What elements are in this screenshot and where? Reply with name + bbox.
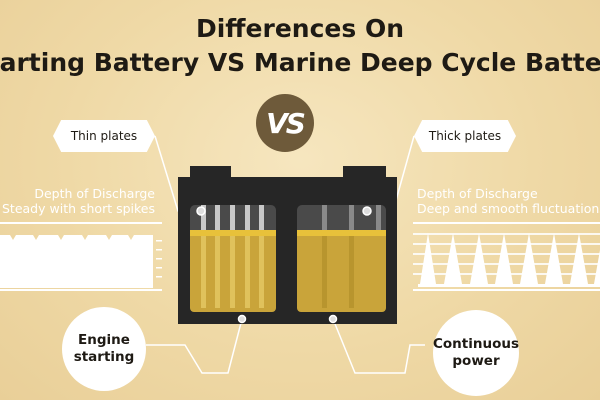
thick-plates-label: Thick plates xyxy=(414,120,516,152)
connector-engine-starting xyxy=(146,318,243,374)
title-line-2: Starting Battery VS Marine Deep Cycle Ba… xyxy=(0,48,600,77)
title-line-1: Differences On xyxy=(195,14,405,43)
right-dod-title: Depth of Discharge xyxy=(417,186,538,201)
engine-starting-circle: Engine starting xyxy=(62,307,146,391)
continuous-power-label: Continuous power xyxy=(432,336,520,369)
vs-text: VS xyxy=(266,106,306,140)
vs-badge: VS xyxy=(256,94,314,152)
battery-icon xyxy=(178,166,397,324)
continuous-power-circle: Continuous power xyxy=(433,310,519,396)
engine-starting-label: Engine starting xyxy=(73,332,135,365)
left-discharge-graph xyxy=(0,222,162,291)
connector-continuous-power xyxy=(332,318,425,374)
right-dod-desc: Deep and smooth fluctuations xyxy=(417,201,600,216)
right-discharge-graph xyxy=(413,222,600,291)
left-dod-desc: Steady with short spikes xyxy=(2,201,155,216)
left-dod-title: Depth of Discharge xyxy=(34,186,155,201)
thin-plates-label: Thin plates xyxy=(53,120,155,152)
